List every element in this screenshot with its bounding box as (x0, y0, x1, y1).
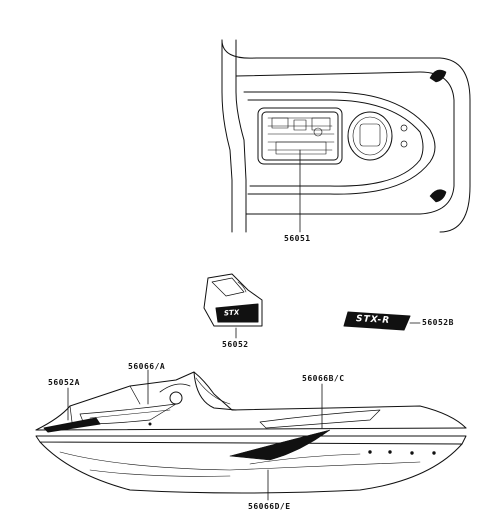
part-label-56052: 56052 (222, 340, 249, 349)
part-label-56051: 56051 (284, 234, 311, 243)
part-label-56066d-e: 56066D/E (248, 502, 291, 511)
part-label-56052b: 56052B (422, 318, 454, 327)
top-deck-view (221, 39, 471, 233)
emblem-decal (343, 311, 421, 331)
part-label-56066-a: 56066/A (128, 362, 166, 371)
side-hull-view (35, 369, 467, 501)
side-cowl-decal-text: STX (223, 308, 240, 318)
side-cowl-decal (203, 273, 263, 339)
emblem-decal-text: STX-R (355, 314, 391, 326)
part-label-56066b-c: 56066B/C (302, 374, 345, 383)
part-label-56052a: 56052A (48, 378, 80, 387)
